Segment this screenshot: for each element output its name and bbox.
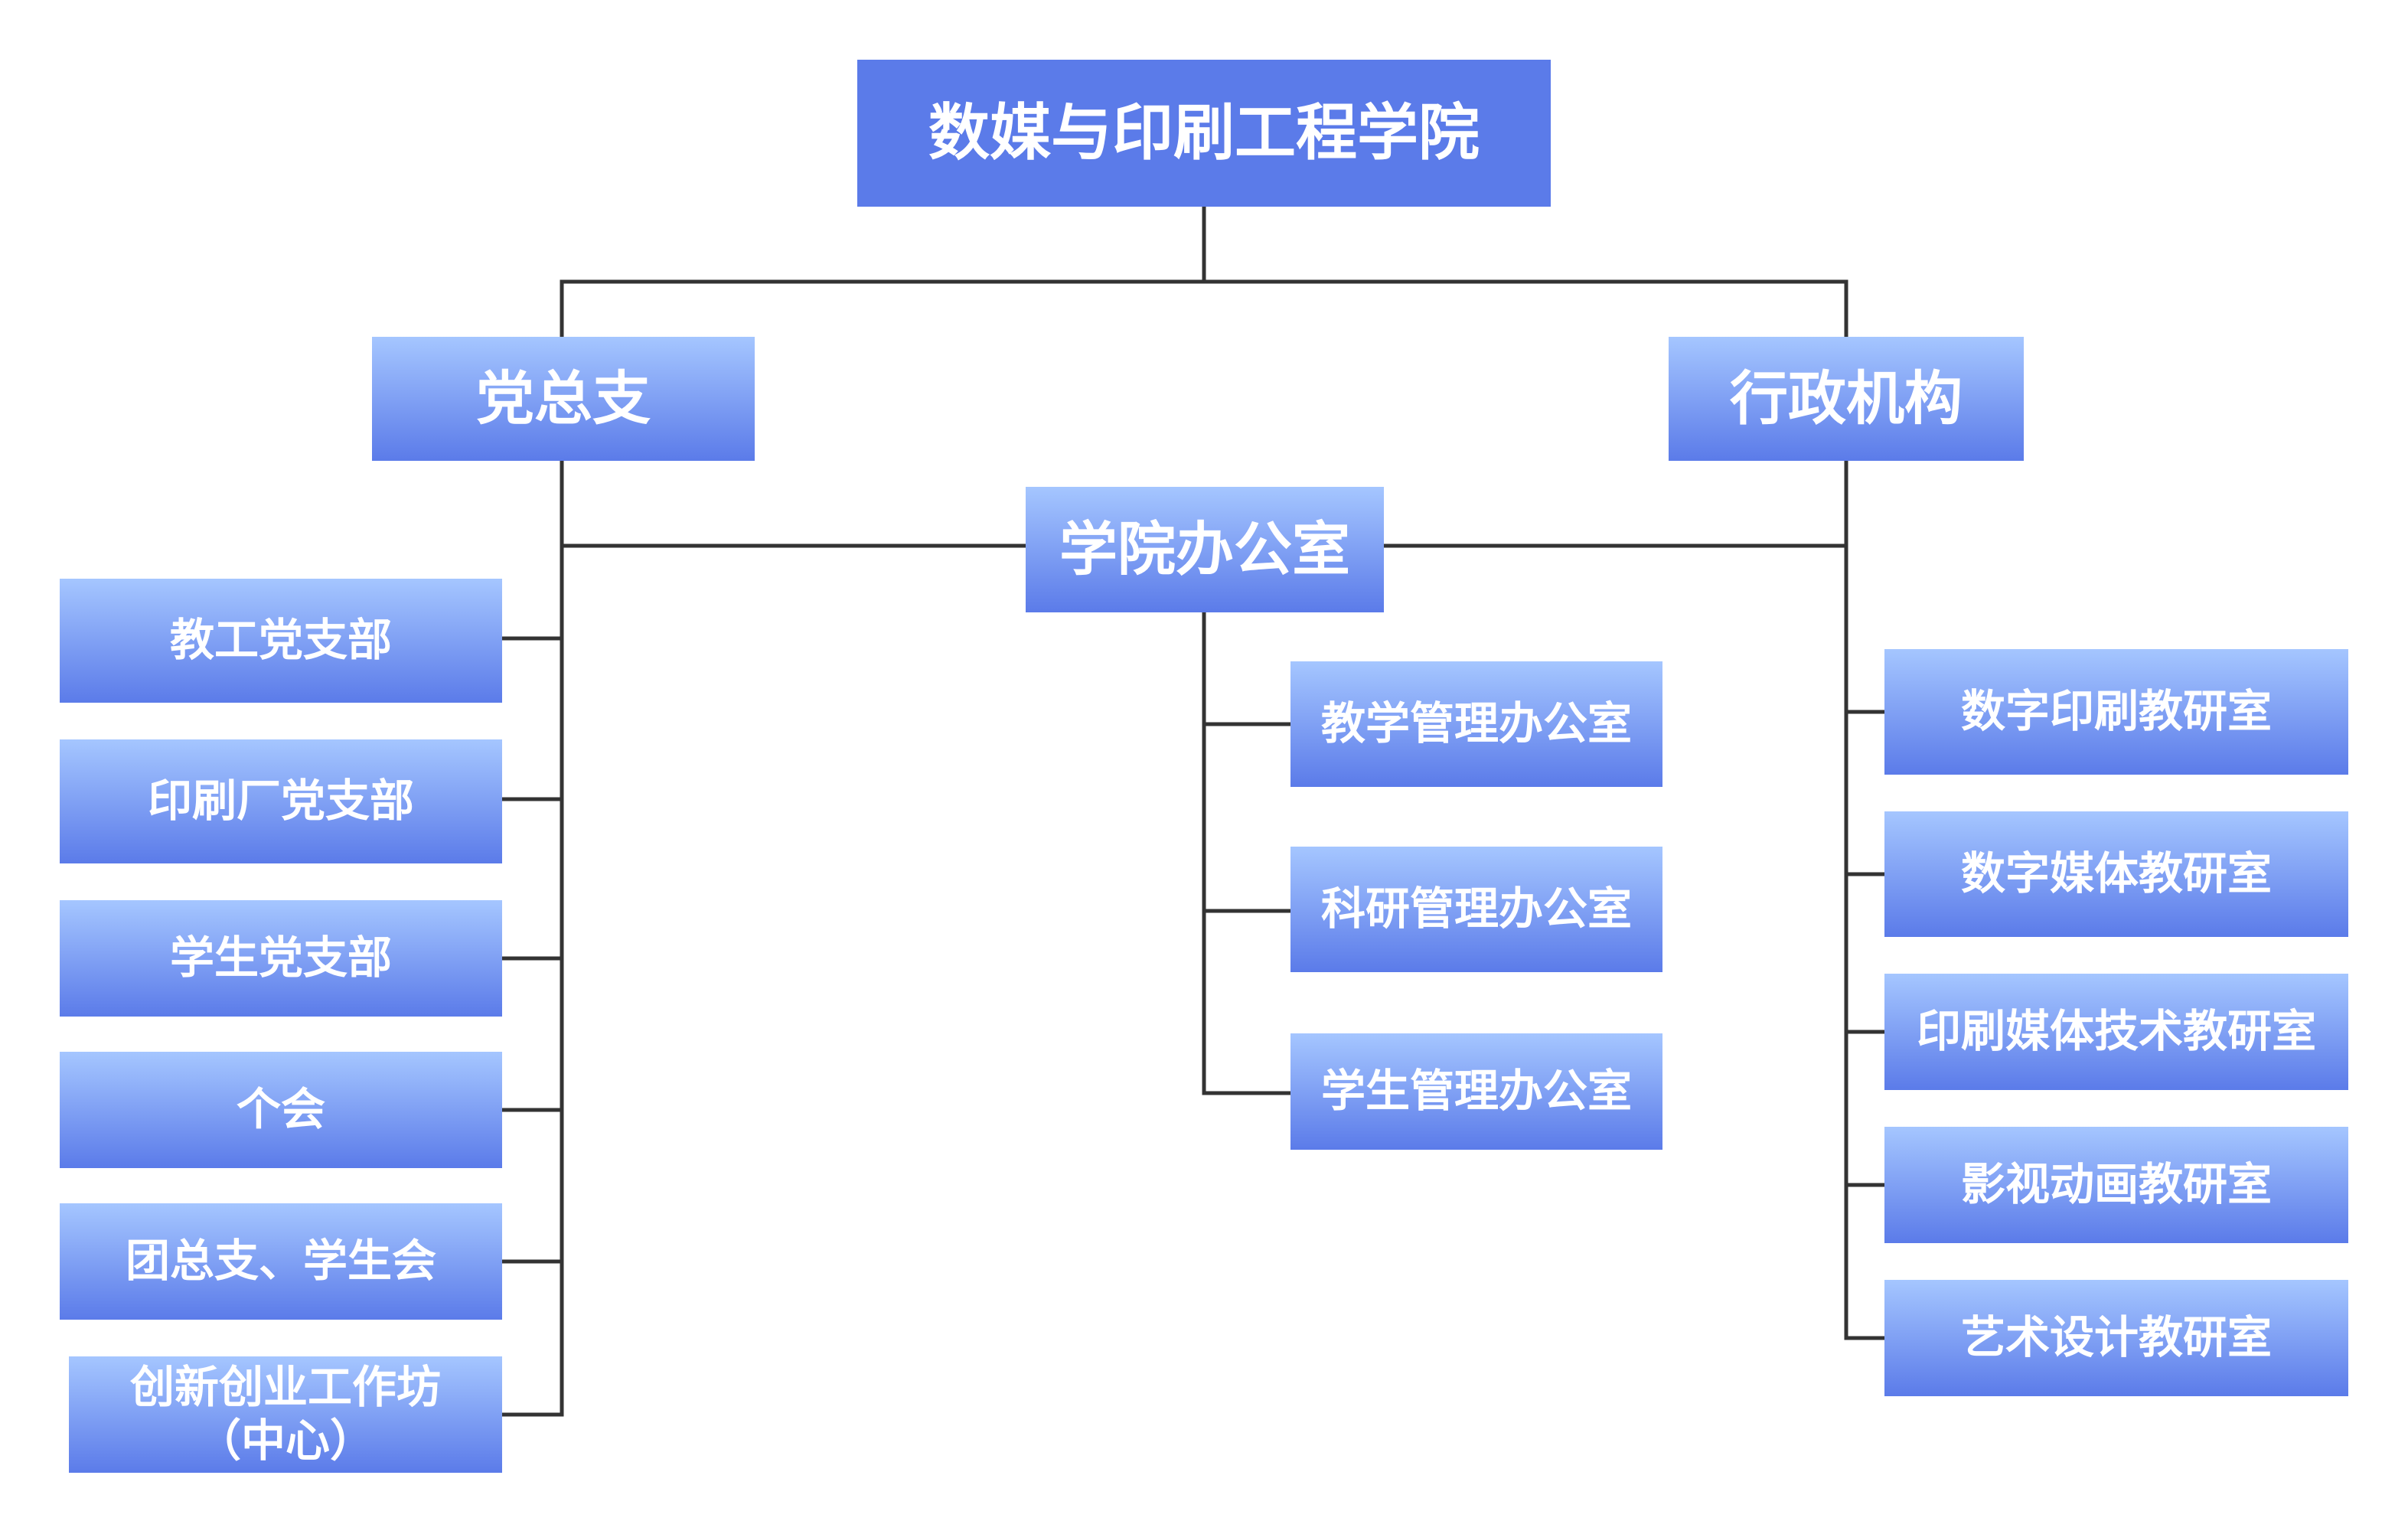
- root-label: 数媒与印刷工程学院: [928, 97, 1480, 168]
- office-branch-label: 学院办公室: [1059, 515, 1350, 584]
- party-child-node: 教工党支部: [60, 579, 502, 703]
- party-child-label: 教工党支部: [169, 614, 392, 667]
- admin-child-label: 影视动画教研室: [1960, 1158, 2272, 1211]
- admin-child-node: 数字印刷教研室: [1884, 649, 2348, 775]
- admin-child-node: 数字媒体教研室: [1884, 811, 2348, 937]
- admin-branch-label: 行政机构: [1730, 364, 1963, 433]
- root-node: 数媒与印刷工程学院: [857, 60, 1551, 207]
- party-branch-label: 党总支: [476, 364, 651, 433]
- party-child-node: 个会: [60, 1052, 502, 1168]
- party-child-node: 学生党支部: [60, 900, 502, 1017]
- admin-child-node: 艺术设计教研室: [1884, 1280, 2348, 1396]
- admin-child-label: 艺术设计教研室: [1960, 1311, 2272, 1364]
- office-child-label: 学生管理办公室: [1320, 1065, 1632, 1118]
- party-child-label: 团总支、学生会: [125, 1235, 436, 1288]
- party-child-node: 团总支、学生会: [60, 1203, 502, 1320]
- office-branch-node: 学院办公室: [1026, 487, 1384, 612]
- admin-child-label: 印刷媒体技术教研室: [1916, 1005, 2316, 1058]
- admin-child-node: 印刷媒体技术教研室: [1884, 974, 2348, 1090]
- party-child-label: 个会: [236, 1083, 325, 1136]
- party-branch-node: 党总支: [372, 337, 755, 461]
- office-child-node: 教学管理办公室: [1290, 661, 1662, 787]
- admin-child-label: 数字印刷教研室: [1960, 685, 2272, 738]
- party-child-node: 印刷厂党支部: [60, 739, 502, 863]
- admin-child-label: 数字媒体教研室: [1960, 847, 2272, 900]
- office-child-node: 科研管理办公室: [1290, 847, 1662, 972]
- admin-child-node: 影视动画教研室: [1884, 1127, 2348, 1243]
- office-child-label: 科研管理办公室: [1320, 883, 1632, 935]
- party-child-label-line1: 创新创业工作坊: [129, 1361, 441, 1414]
- admin-branch-node: 行政机构: [1669, 337, 2024, 461]
- office-child-node: 学生管理办公室: [1290, 1033, 1662, 1150]
- party-child-node: 创新创业工作坊 （中心）: [69, 1356, 502, 1473]
- party-child-label-line2: （中心）: [196, 1415, 374, 1467]
- party-child-label: 学生党支部: [169, 932, 392, 984]
- office-child-label: 教学管理办公室: [1320, 697, 1632, 750]
- party-child-label: 印刷厂党支部: [147, 775, 414, 827]
